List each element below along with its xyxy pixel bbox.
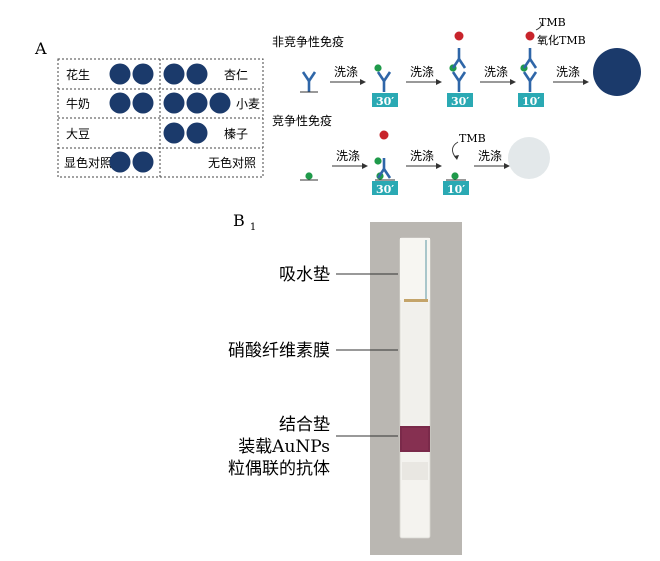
noncompetitive-flow: 非竞争性免疫 洗涤 30′ 洗涤 30′ 洗涤 bbox=[272, 16, 641, 108]
milk-dot-1 bbox=[109, 92, 131, 114]
panel-b-subscript: 1 bbox=[250, 222, 256, 233]
pad-boundary-line bbox=[404, 299, 428, 302]
absorbent-pad-label: 吸水垫 bbox=[279, 265, 330, 285]
time-label-3: 10′ bbox=[522, 95, 540, 108]
sandwich-tmb-icon bbox=[520, 21, 542, 94]
control-dot-1 bbox=[109, 151, 131, 173]
time-box-2 bbox=[447, 93, 473, 107]
noncompetitive-title: 非竞争性免疫 bbox=[272, 34, 344, 49]
tmb-label: TMB bbox=[539, 16, 566, 29]
time-box-1 bbox=[372, 93, 398, 107]
comp-time-box-2 bbox=[443, 181, 469, 195]
colored-result-circle bbox=[593, 48, 641, 96]
wheat-dot-3 bbox=[209, 92, 231, 114]
cell-negative-control-label: 无色对照 bbox=[208, 156, 256, 170]
conjugate-pad-label-1: 结合垫 bbox=[279, 415, 330, 435]
arrow-icon bbox=[473, 162, 511, 170]
nitrocellulose-membrane bbox=[402, 303, 428, 423]
almond-dot-1 bbox=[163, 63, 185, 85]
antigen-tmb-icon bbox=[446, 141, 466, 181]
antibody-icon bbox=[301, 70, 317, 94]
oxidized-tmb-label: 氧化TMB bbox=[537, 33, 586, 47]
panel-b-letter: B bbox=[233, 211, 245, 230]
peanut-dot-1 bbox=[109, 63, 131, 85]
pale-result-circle bbox=[508, 137, 550, 179]
cell-soy-label: 大豆 bbox=[66, 127, 90, 141]
peanut-dot-2 bbox=[132, 63, 154, 85]
comp-tmb-label: TMB bbox=[459, 132, 486, 145]
competitive-flow: 竞争性免疫 洗涤 30′ 洗涤 bbox=[272, 113, 550, 196]
time-box-3 bbox=[518, 93, 544, 107]
wash-label-3: 洗涤 bbox=[484, 65, 508, 79]
cell-almond-label: 杏仁 bbox=[224, 68, 248, 82]
panel-b-label: B 1 bbox=[233, 211, 256, 233]
comp-time-box-1 bbox=[372, 181, 398, 195]
arrow-icon bbox=[331, 162, 369, 170]
antibody-antigen-icon bbox=[374, 64, 392, 94]
almond-dot-2 bbox=[186, 63, 208, 85]
arrow-icon bbox=[329, 78, 367, 86]
time-label-2: 30′ bbox=[451, 95, 469, 108]
cell-peanut-label: 花生 bbox=[66, 67, 90, 82]
hazelnut-dot-2 bbox=[186, 122, 208, 144]
antigen-enzyme-antibody-icon bbox=[374, 130, 395, 181]
conjugate-pad-label-3: 粒偶联的抗体 bbox=[228, 459, 330, 479]
arrow-icon bbox=[405, 162, 443, 170]
wash-label-4: 洗涤 bbox=[556, 65, 580, 79]
absorbent-pad bbox=[400, 238, 430, 300]
wash-label-1: 洗涤 bbox=[334, 65, 358, 79]
wheat-dot-2 bbox=[186, 92, 208, 114]
conjugate-pad-label-2: 装载AuNPs bbox=[238, 437, 330, 457]
arrow-icon bbox=[552, 78, 590, 86]
allergen-grid: 花生 杏仁 牛奶 小麦 大豆 榛子 显色对照 无色对照 bbox=[57, 58, 264, 178]
comp-time-label-1: 30′ bbox=[376, 183, 394, 196]
competitive-title: 竞争性免疫 bbox=[272, 113, 332, 128]
wash-label-2: 洗涤 bbox=[410, 65, 434, 79]
wheat-dot-1 bbox=[163, 92, 185, 114]
cell-hazelnut-label: 榛子 bbox=[224, 127, 248, 141]
milk-dot-2 bbox=[132, 92, 154, 114]
cell-positive-control-label: 显色对照 bbox=[64, 156, 112, 170]
cell-wheat-label: 小麦 bbox=[236, 97, 260, 111]
nitrocellulose-label: 硝酸纤维素膜 bbox=[228, 341, 330, 361]
panel-a-label: A bbox=[34, 39, 47, 58]
comp-time-label-2: 10′ bbox=[447, 183, 465, 196]
arrow-icon bbox=[405, 78, 443, 86]
arrow-icon bbox=[479, 78, 517, 86]
cell-milk-label: 牛奶 bbox=[66, 96, 90, 111]
sandwich-enzyme-icon bbox=[449, 31, 467, 94]
hazelnut-dot-1 bbox=[163, 122, 185, 144]
comp-wash-label-3: 洗涤 bbox=[478, 149, 502, 163]
comp-wash-label-1: 洗涤 bbox=[336, 149, 360, 163]
time-label-1: 30′ bbox=[376, 95, 394, 108]
control-dot-2 bbox=[132, 151, 154, 173]
comp-wash-label-2: 洗涤 bbox=[410, 149, 434, 163]
coated-antigen-icon bbox=[300, 172, 318, 181]
test-strip-photo bbox=[370, 222, 462, 555]
